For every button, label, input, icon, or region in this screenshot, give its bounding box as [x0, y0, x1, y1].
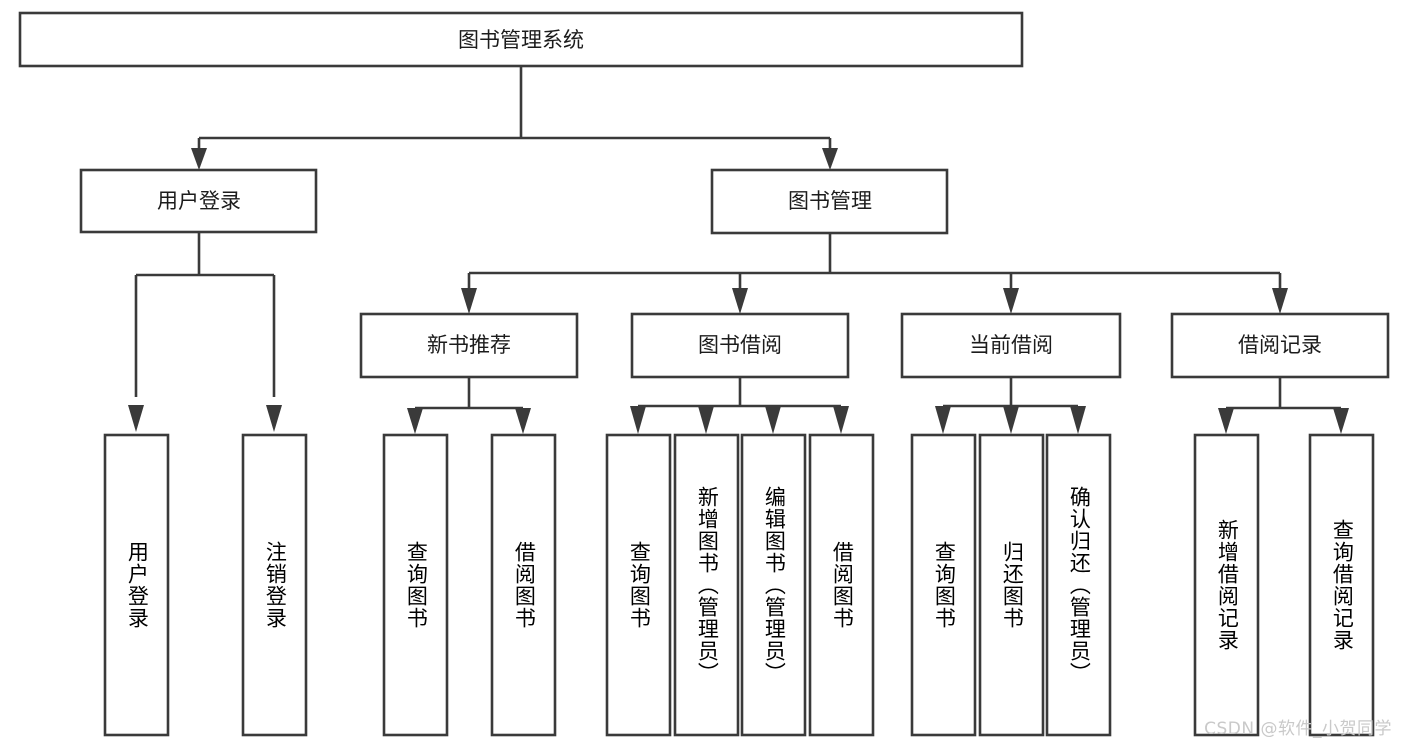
- label-leaf-query-book-3: 查询图书: [932, 541, 957, 629]
- node-leaf-borrow-book-1[interactable]: [490, 433, 557, 737]
- node-leaf-query-book-2[interactable]: [605, 433, 672, 737]
- arrowhead-leaf-user-logout: [266, 405, 282, 432]
- leaf-label-box-add-book: 新增图书（管理员）: [675, 435, 738, 735]
- node-leaf-user-login[interactable]: [103, 433, 170, 737]
- arrowhead-leaf-borrow-book-2: [833, 406, 849, 434]
- arrowhead-borrow-record: [1272, 288, 1288, 314]
- node-new-book-rec[interactable]: [359, 312, 579, 379]
- arrowhead-leaf-query-book-2: [630, 406, 646, 434]
- arrowhead-leaf-query-book-3: [935, 406, 951, 434]
- leaf-label-box-query-book-2: 查询图书: [607, 435, 670, 735]
- arrowhead-leaf-query-book-1: [407, 408, 423, 434]
- node-leaf-query-book-3[interactable]: [910, 433, 977, 737]
- label-current-borrow: 当前借阅: [969, 333, 1053, 357]
- label-leaf-borrow-book-2: 借阅图书: [830, 541, 855, 629]
- leaf-label-box-edit-book: 编辑图书（管理员）: [742, 435, 805, 735]
- label-leaf-query-record: 查询借阅记录: [1330, 519, 1355, 651]
- label-leaf-return-book: 归还图书: [1000, 541, 1025, 629]
- label-leaf-user-logout: 注销登录: [263, 541, 288, 629]
- leaf-label-box-confirm-return: 确认归还（管理员）: [1047, 435, 1110, 735]
- arrowhead-current-borrow: [1003, 288, 1019, 314]
- horizontal-label-layer: 图书管理系统 用户登录 图书管理 新书推荐 图书借阅 当前借阅 借阅记录: [157, 28, 1322, 357]
- arrowhead-leaf-add-book: [698, 406, 714, 434]
- watermark: CSDN @软件_小贺同学: [1204, 719, 1392, 739]
- node-leaf-return-book[interactable]: [978, 433, 1045, 737]
- node-leaf-add-record[interactable]: [1193, 433, 1260, 737]
- leaf-label-box-query-book-1: 查询图书: [384, 435, 447, 735]
- arrowhead-leaf-return-book: [1003, 406, 1019, 434]
- node-borrow-record[interactable]: [1170, 312, 1390, 379]
- label-root: 图书管理系统: [458, 28, 584, 52]
- node-book-borrow[interactable]: [630, 312, 850, 379]
- label-book-manage: 图书管理: [788, 189, 872, 213]
- node-user-login[interactable]: [79, 168, 318, 234]
- node-book-manage[interactable]: [710, 168, 949, 235]
- node-leaf-confirm-return[interactable]: [1045, 433, 1112, 737]
- leaf-label-box-borrow-book-1: 借阅图书: [492, 435, 555, 735]
- label-user-login: 用户登录: [157, 189, 241, 213]
- leaf-label-box-query-record: 查询借阅记录: [1310, 435, 1373, 735]
- node-leaf-query-book-1[interactable]: [382, 433, 449, 737]
- leaf-label-box-user-login: 用户登录: [105, 435, 168, 735]
- label-new-book-rec: 新书推荐: [427, 333, 511, 357]
- arrowhead-user-login: [191, 148, 207, 170]
- node-root[interactable]: [18, 11, 1024, 68]
- node-layer: [18, 11, 1390, 737]
- node-leaf-query-record[interactable]: [1308, 433, 1375, 737]
- label-leaf-query-book-2: 查询图书: [627, 541, 652, 629]
- node-current-borrow[interactable]: [900, 312, 1122, 379]
- label-leaf-borrow-book-1: 借阅图书: [512, 541, 537, 629]
- leaf-label-box-query-book-3: 查询图书: [912, 435, 975, 735]
- leaf-label-box-add-record: 新增借阅记录: [1195, 435, 1258, 735]
- node-leaf-user-logout[interactable]: [241, 433, 308, 737]
- arrowhead-leaf-confirm-return: [1070, 406, 1086, 434]
- arrowhead-book-borrow: [732, 288, 748, 314]
- arrowhead-leaf-add-record: [1218, 408, 1234, 434]
- label-leaf-add-record: 新增借阅记录: [1215, 519, 1240, 651]
- arrowhead-leaf-query-record: [1333, 408, 1349, 434]
- label-borrow-record: 借阅记录: [1238, 333, 1322, 357]
- label-leaf-user-login: 用户登录: [125, 541, 150, 629]
- label-leaf-add-book: 新增图书（管理员）: [695, 486, 720, 684]
- arrowhead-leaf-borrow-book-1: [515, 408, 531, 434]
- leaf-label-box-return-book: 归还图书: [980, 435, 1043, 735]
- arrowhead-book-manage: [822, 148, 838, 170]
- leaf-label-box-user-logout: 注销登录: [243, 435, 306, 735]
- leaf-label-box-borrow-book-2: 借阅图书: [810, 435, 873, 735]
- label-leaf-edit-book: 编辑图书（管理员）: [762, 486, 787, 684]
- node-leaf-add-book[interactable]: [673, 433, 740, 737]
- label-leaf-query-book-1: 查询图书: [404, 541, 429, 629]
- connector-layer: [128, 66, 1349, 434]
- arrowhead-leaf-edit-book: [765, 406, 781, 434]
- node-leaf-borrow-book-2[interactable]: [808, 433, 875, 737]
- label-book-borrow: 图书借阅: [698, 333, 782, 357]
- label-leaf-confirm-return: 确认归还（管理员）: [1067, 486, 1092, 684]
- arrowhead-new-book-rec: [461, 288, 477, 314]
- node-leaf-edit-book[interactable]: [740, 433, 807, 737]
- arrowhead-leaf-user-login: [128, 405, 144, 432]
